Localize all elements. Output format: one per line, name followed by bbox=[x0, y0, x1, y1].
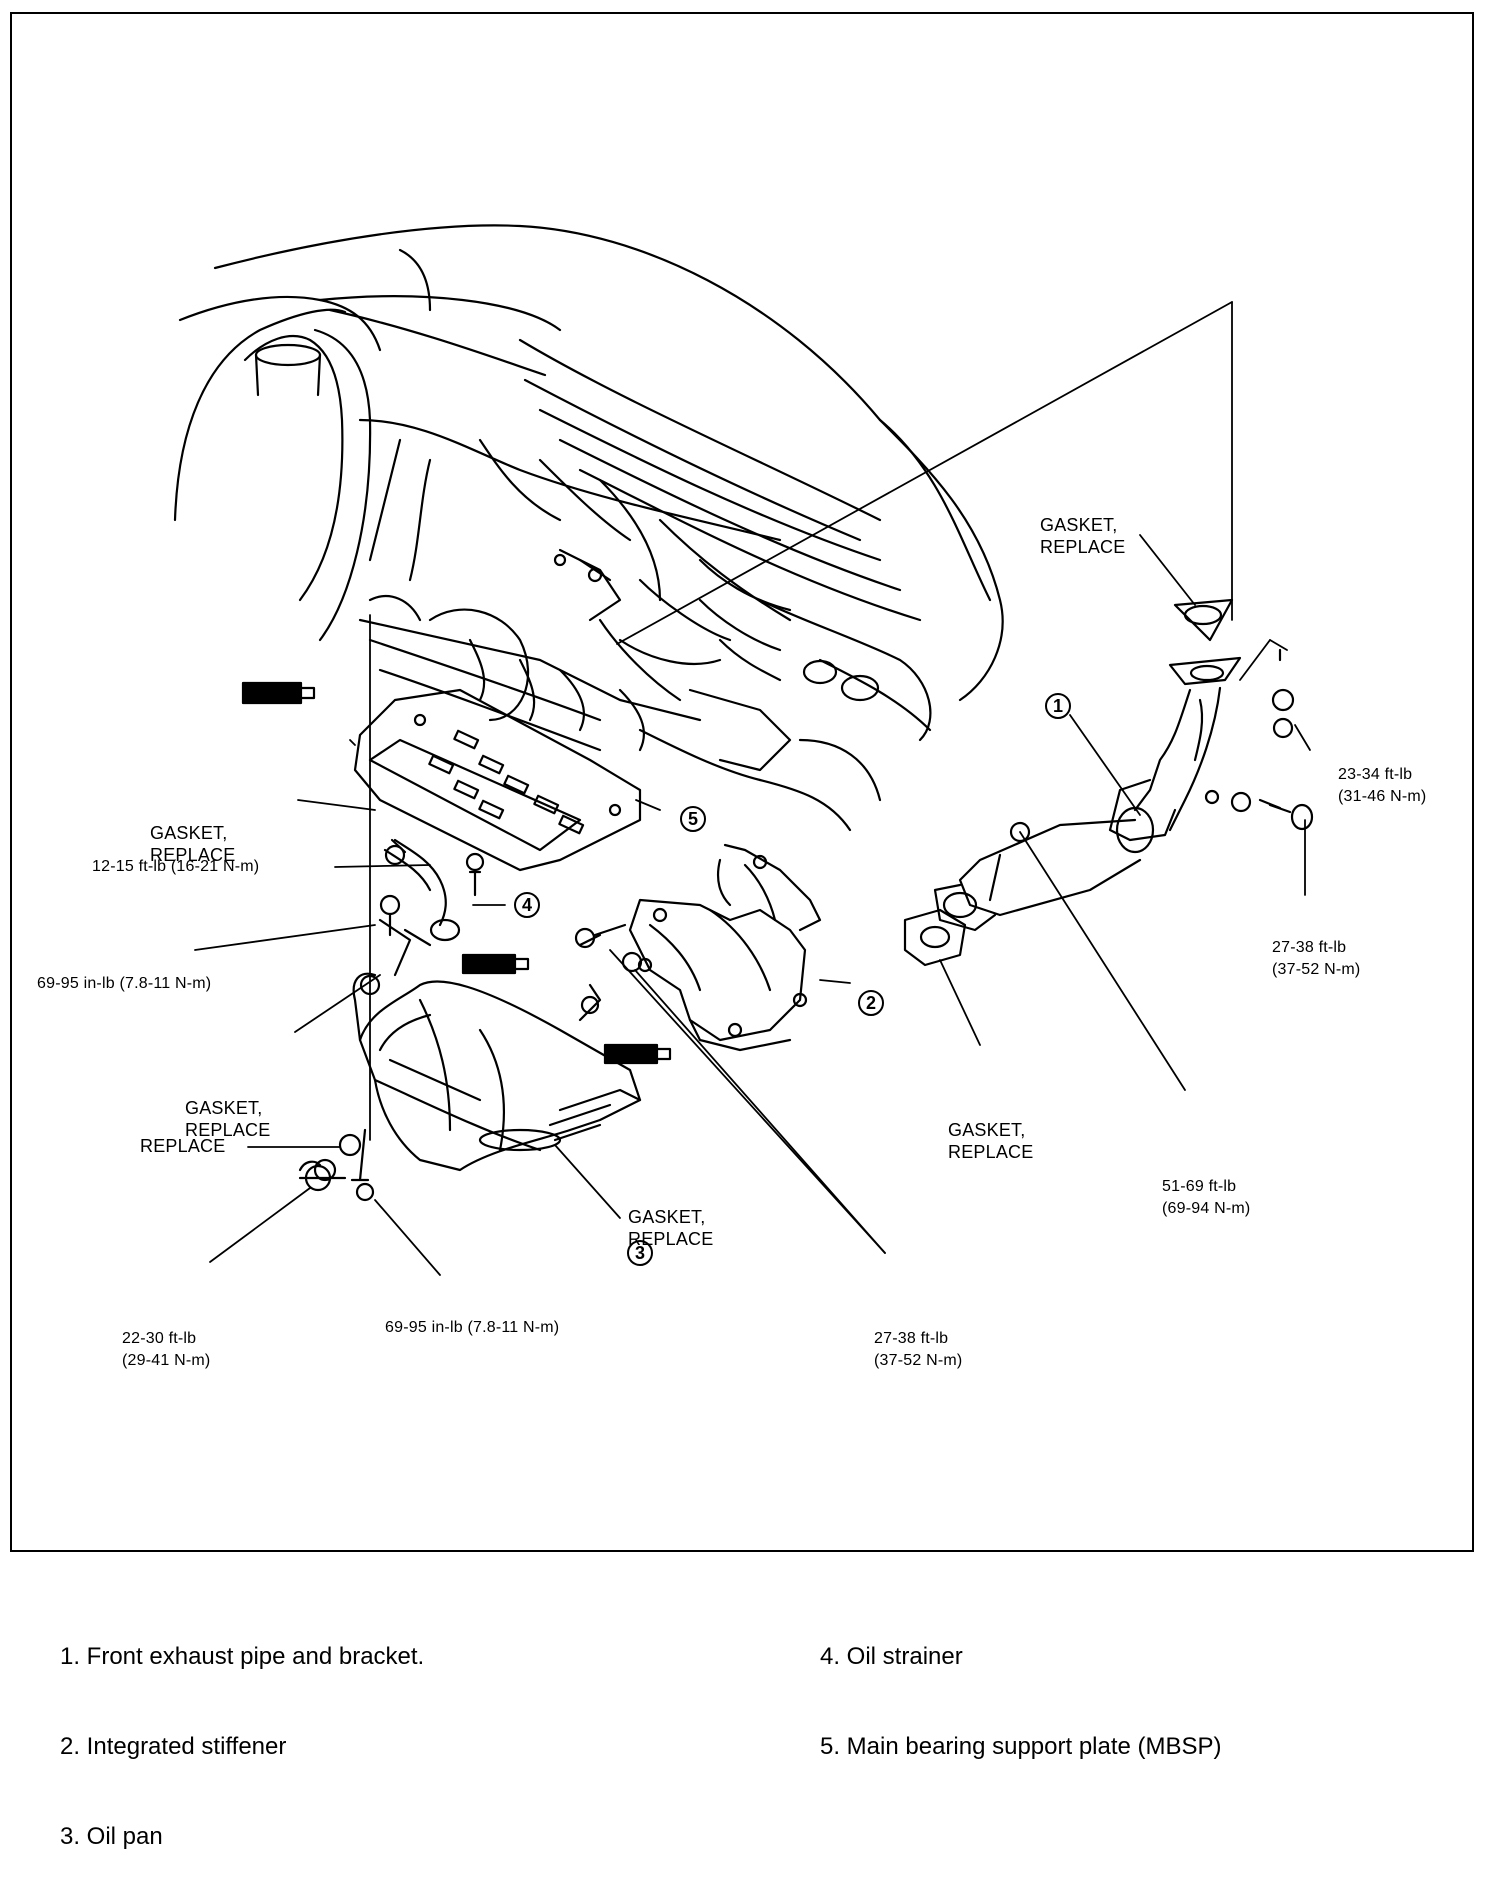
replace-label: REPLACE bbox=[140, 1136, 226, 1156]
legend-item: 4. Oil strainer bbox=[820, 1643, 963, 1670]
legend-right: 4. Oil strainer 5. Main bearing support … bbox=[820, 1582, 1222, 1792]
callout-2: 2 bbox=[858, 990, 884, 1016]
main-bearing-support-plate-drawing bbox=[353, 688, 642, 872]
exhaust-pipe-drawing bbox=[903, 598, 1314, 967]
diagram-frame bbox=[10, 12, 1474, 1552]
legend-left: 1. Front exhaust pipe and bracket. 2. In… bbox=[60, 1582, 424, 1882]
gasket-left-lower-label: GASKET,REPLACE bbox=[185, 1098, 271, 1140]
callout-3: 3 bbox=[627, 1240, 653, 1266]
legend-item: 5. Main bearing support plate (MBSP) bbox=[820, 1733, 1222, 1760]
sealant-tubes bbox=[241, 681, 672, 1065]
torque-27-38-bottom-label: 27-38 ft-lb(37-52 N-m) bbox=[874, 1330, 963, 1369]
gasket-mid-right-label: GASKET,REPLACE bbox=[948, 1120, 1034, 1162]
callout-5: 5 bbox=[680, 806, 706, 832]
callout-4: 4 bbox=[514, 892, 540, 918]
oil-strainer-drawing bbox=[379, 838, 485, 942]
legend-item: 3. Oil pan bbox=[60, 1823, 163, 1850]
torque-22-30-label: 22-30 ft-lb(29-41 N-m) bbox=[122, 1330, 211, 1369]
legend-item: 1. Front exhaust pipe and bracket. bbox=[60, 1643, 425, 1670]
torque-69-95-left-label: 69-95 in-lb (7.8-11 N-m) bbox=[37, 975, 212, 992]
leader-lines bbox=[194, 301, 1311, 1276]
torque-27-38-right-label: 27-38 ft-lb(37-52 N-m) bbox=[1272, 939, 1361, 978]
integrated-stiffener-drawing bbox=[574, 843, 822, 1052]
torque-51-69-label: 51-69 ft-lb(69-94 N-m) bbox=[1162, 1178, 1251, 1217]
legend-item: 2. Integrated stiffener bbox=[60, 1733, 287, 1760]
gasket-top-right-label: GASKET,REPLACE bbox=[1040, 515, 1126, 557]
oil-pan-drawing bbox=[298, 918, 642, 1202]
engine-block-drawing bbox=[173, 224, 1004, 832]
torque-69-95-bottom-label: 69-95 in-lb (7.8-11 N-m) bbox=[385, 1319, 560, 1336]
gasket-left-upper-label: GASKET,REPLACE bbox=[150, 823, 236, 865]
callout-1: 1 bbox=[1045, 693, 1071, 719]
engine-exploded-illustration bbox=[173, 224, 1314, 1276]
gasket-pan-label: GASKET,REPLACE bbox=[628, 1207, 714, 1249]
torque-23-34-label: 23-34 ft-lb(31-46 N-m) bbox=[1338, 766, 1427, 805]
torque-12-15-label: 12-15 ft-lb (16-21 N-m) bbox=[92, 858, 260, 875]
